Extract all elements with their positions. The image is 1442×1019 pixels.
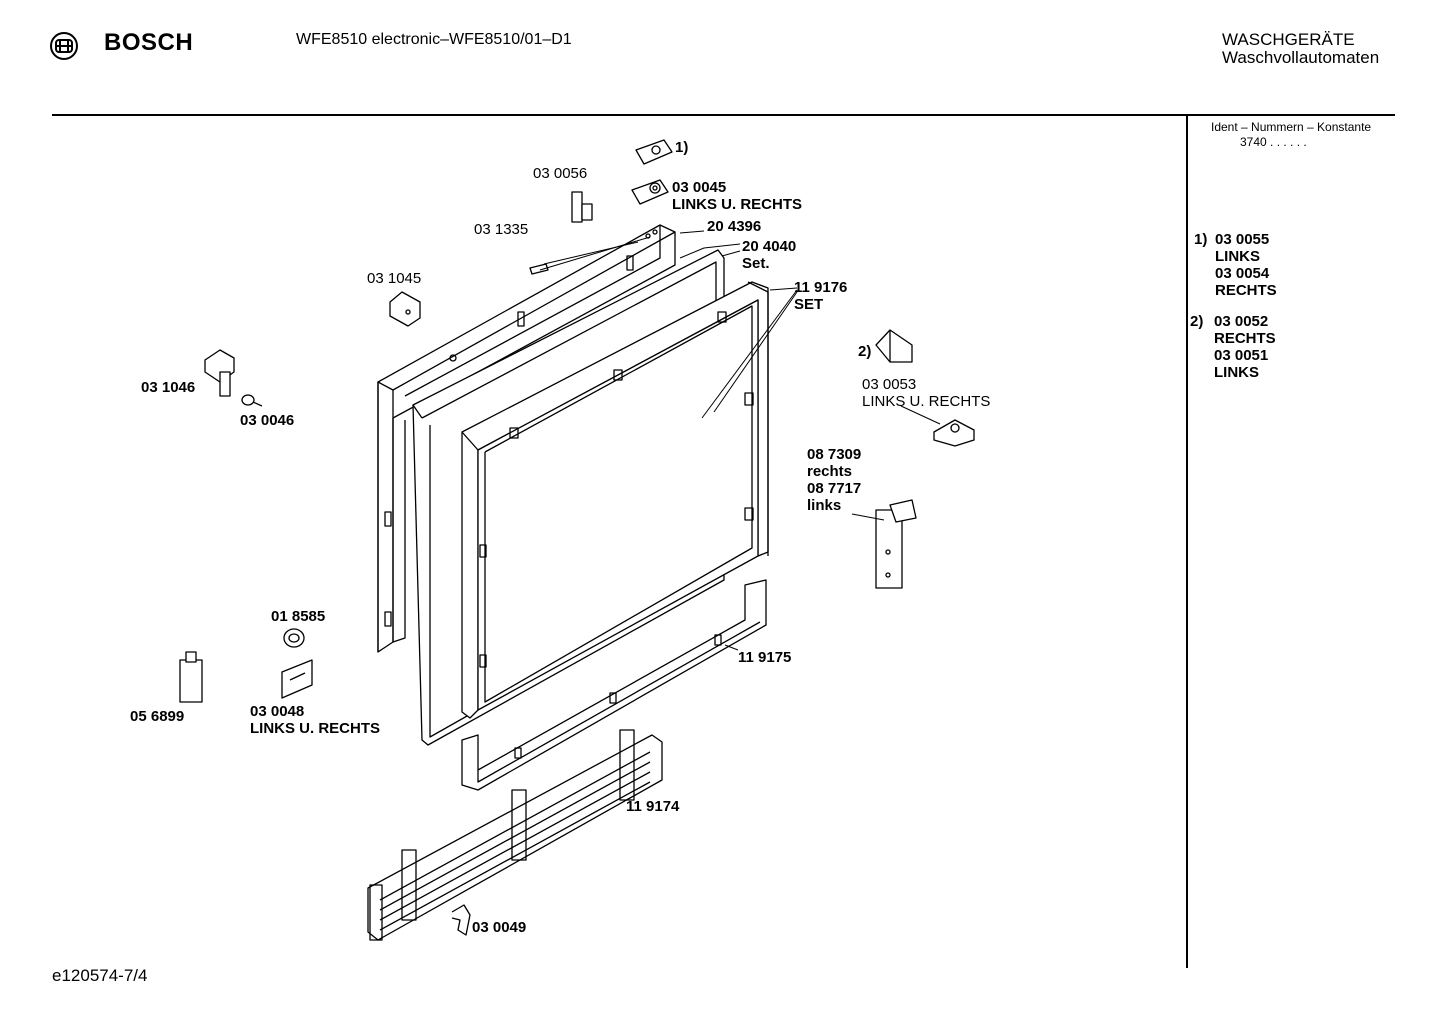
note-line: RECHTS — [1214, 330, 1276, 347]
sidebar-note-1-lines: 03 0055 LINKS 03 0054 RECHTS — [1215, 231, 1277, 299]
hinge-bracket-top — [635, 139, 673, 165]
part-label-line: 03 0056 — [533, 165, 588, 182]
category-line-2: Waschvollautomaten — [1222, 48, 1380, 67]
category-line-1: WASCHGERÄTE — [1222, 30, 1355, 49]
bushing-01-8585 — [283, 628, 305, 648]
part-label-line: 03 1045 — [367, 270, 422, 287]
hinge-part-03-0053 — [933, 419, 975, 447]
clip-03-0049 — [451, 904, 471, 936]
header-divider — [52, 114, 1395, 116]
ident-value: 3740 . . . . . . — [1240, 135, 1307, 149]
part-label-08-7309: 08 7309 rechts 08 7717 links — [807, 446, 861, 514]
note-line: 03 0052 — [1214, 313, 1269, 330]
note-line: 03 0054 — [1215, 265, 1270, 282]
part-label-11-9175: 11 9175 — [738, 649, 791, 666]
bracket-03-1046 — [204, 349, 235, 397]
hinge-08-7309 — [875, 499, 917, 589]
part-label-line: 20 4396 — [707, 218, 762, 235]
part-label-line: 03 0048 — [250, 703, 305, 720]
bracket-03-1045 — [389, 291, 421, 327]
part-label-03-1045: 03 1045 — [367, 270, 421, 287]
part-label-line: 11 9174 — [626, 798, 680, 815]
note-marker: 1) — [1194, 231, 1208, 248]
part-label-line: 03 1046 — [141, 379, 196, 396]
leader-lines — [539, 230, 941, 801]
part-label-line: 03 0049 — [472, 919, 527, 936]
note-line: 03 0055 — [1215, 231, 1270, 248]
part-label-03-0056: 03 0056 — [533, 165, 587, 182]
part-label-line: LINKS U. RECHTS — [862, 393, 991, 410]
part-label-line: 08 7309 — [807, 446, 862, 463]
part-label-line: rechts — [807, 463, 853, 480]
note-line: 03 0051 — [1214, 347, 1269, 364]
part-label-line: 01 8585 — [271, 608, 326, 625]
sidebar-note-1: 1) — [1194, 231, 1207, 248]
clip-03-1335 — [529, 263, 549, 275]
note-line: RECHTS — [1215, 282, 1277, 299]
part-label-20-4396: 20 4396 — [707, 218, 761, 235]
part-label-03-0045: 03 0045 LINKS U. RECHTS — [672, 179, 802, 213]
part-label-11-9176: 11 9176 SET — [794, 279, 847, 313]
part-label-line: LINKS U. RECHTS — [250, 720, 381, 737]
brand-name: BOSCH — [104, 29, 194, 56]
part-label-line: 11 9176 — [794, 279, 848, 296]
part-label-03-0053: 03 0053 LINKS U. RECHTS — [862, 376, 990, 410]
note-line: LINKS — [1215, 248, 1260, 265]
bottom-frame-bar — [461, 579, 767, 791]
latch-03-0056 — [571, 191, 593, 223]
part-label-20-4040: 20 4040 Set. — [742, 238, 796, 272]
model-title: WFE8510 electronic–WFE8510/01–D1 — [296, 31, 572, 48]
sidebar-note-2: 2) — [1190, 313, 1203, 330]
part-label-line: 20 4040 — [742, 238, 797, 255]
part-label-03-0048: 03 0048 LINKS U. RECHTS — [250, 703, 380, 737]
note-line: LINKS — [1214, 364, 1259, 381]
part-label-2: 2) — [858, 343, 871, 360]
part-label-line: 03 0046 — [240, 412, 295, 429]
hinge-part-2 — [875, 329, 913, 363]
screw-03-0046 — [241, 394, 263, 407]
part-label-line: 11 9175 — [738, 649, 792, 666]
note-marker: 2) — [1190, 313, 1204, 330]
part-label-line: 03 0053 — [862, 376, 917, 393]
bosch-logo-icon — [50, 32, 78, 60]
bracket-03-0048 — [281, 659, 313, 699]
part-label-11-9174: 11 9174 — [626, 798, 679, 815]
sidebar-divider — [1186, 116, 1188, 968]
door-slat-grille — [367, 729, 663, 941]
part-label-line: 1) — [675, 139, 689, 156]
part-label-03-1335: 03 1335 — [474, 221, 528, 238]
part-label-line: LINKS U. RECHTS — [672, 196, 803, 213]
drawing-id: e120574-7/4 — [52, 966, 148, 985]
hinge-part-03-0045 — [631, 179, 669, 205]
part-label-line: Set. — [742, 255, 770, 272]
part-label-1: 1) — [675, 139, 688, 156]
part-label-03-1046: 03 1046 — [141, 379, 195, 396]
inner-door-frame — [461, 281, 769, 719]
part-label-05-6899: 05 6899 — [130, 708, 184, 725]
lock-05-6899 — [179, 651, 203, 703]
part-label-line: 08 7717 — [807, 480, 862, 497]
part-label-03-0049: 03 0049 — [472, 919, 526, 936]
part-label-line: links — [807, 497, 842, 514]
part-label-line: 03 0045 — [672, 179, 727, 196]
ident-label: Ident – Nummern – Konstante — [1211, 120, 1372, 134]
part-label-03-0046: 03 0046 — [240, 412, 294, 429]
part-label-line: 03 1335 — [474, 221, 529, 238]
sidebar-note-2-lines: 03 0052 RECHTS 03 0051 LINKS — [1214, 313, 1276, 381]
outer-door-frame — [377, 224, 676, 653]
part-label-01-8585: 01 8585 — [271, 608, 325, 625]
part-label-line: SET — [794, 296, 824, 313]
part-label-line: 2) — [858, 343, 872, 360]
part-label-line: 05 6899 — [130, 708, 185, 725]
